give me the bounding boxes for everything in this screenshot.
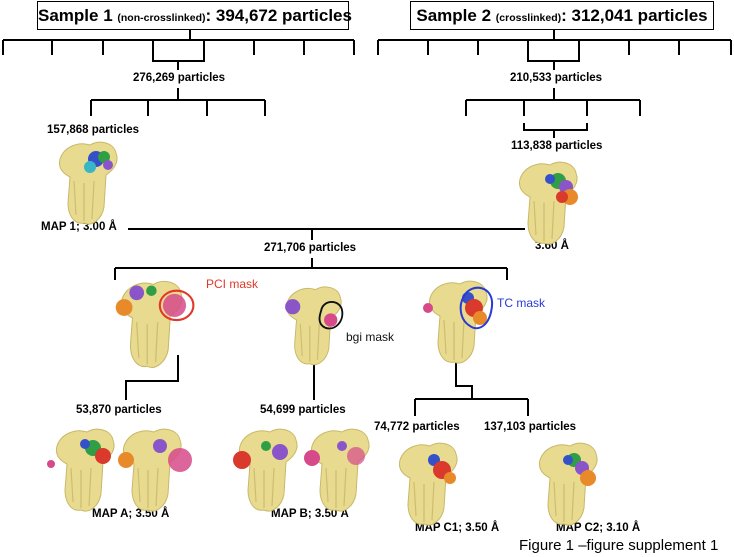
sample2-name: Sample 2 — [416, 6, 492, 25]
mapC2-count: 137,103 particles — [484, 421, 577, 433]
combined-count: 271,706 particles — [264, 242, 357, 254]
sample2-resolution: 3.60 Å — [535, 240, 569, 252]
sample2-selected-count: 210,533 particles — [510, 72, 603, 84]
mapA-count: 53,870 particles — [76, 404, 162, 416]
mapB-count: 54,699 particles — [260, 404, 346, 416]
sample1-qualifier: (non-crosslinked) — [117, 12, 206, 24]
sample1-selected-count: 276,269 particles — [133, 72, 226, 84]
map1-label: MAP 1; 3.00 Å — [41, 221, 117, 233]
mapA-label: MAP A; 3.50 Å — [92, 508, 170, 520]
sample2-count: : 312,041 particles — [561, 6, 708, 25]
bgi-mask-label: bgi mask — [346, 330, 395, 344]
sample1-count: : 394,672 particles — [205, 6, 352, 25]
sample2-qualifier: (crosslinked) — [495, 12, 562, 24]
sample1-name: Sample 1 — [38, 6, 113, 25]
mapC2-label: MAP C2; 3.10 Å — [556, 522, 641, 534]
sample2-subset-count: 113,838 particles — [511, 140, 603, 152]
mapC1-count: 74,772 particles — [374, 421, 460, 433]
tc-mask-label: TC mask — [497, 296, 545, 310]
pci-mask-label: PCI mask — [206, 277, 259, 291]
sample1-box: Sample 1 (non-crosslinked): 394,672 part… — [37, 1, 352, 30]
mapB-label: MAP B; 3.50 Å — [271, 508, 349, 520]
mapC1-label: MAP C1; 3.50 Å — [415, 522, 500, 534]
sample1-subset-count: 157,868 particles — [47, 124, 140, 136]
figure-caption: Figure 1 –figure supplement 1 — [519, 537, 719, 554]
sample2-box: Sample 2 (crosslinked): 312,041 particle… — [410, 1, 714, 30]
